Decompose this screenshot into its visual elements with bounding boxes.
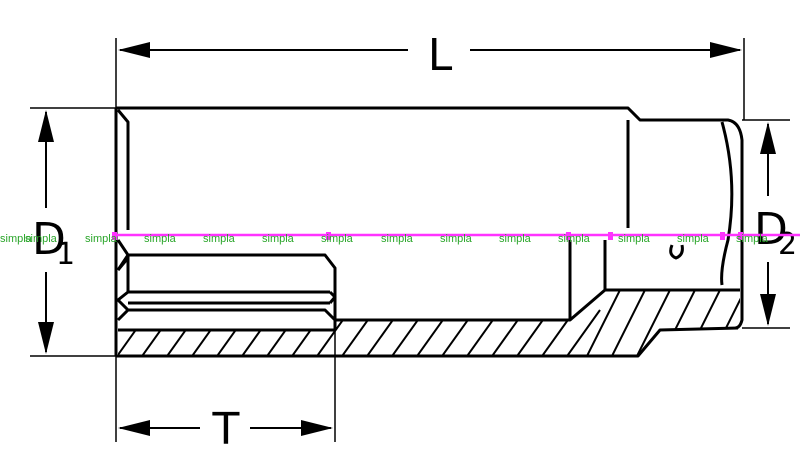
watermark-text: simpla bbox=[558, 233, 591, 245]
watermark-text: simpla bbox=[677, 233, 710, 245]
dimension-length: L bbox=[118, 30, 742, 81]
drive-diameter-subscript: 1 bbox=[56, 237, 75, 272]
watermark-text: simpla bbox=[499, 233, 532, 245]
watermark-text: simpla bbox=[736, 233, 769, 245]
watermark-text: simpla bbox=[440, 233, 473, 245]
watermark-text: simpla bbox=[0, 233, 33, 245]
watermark-text: simpla bbox=[144, 233, 177, 245]
head-diameter-label: D bbox=[754, 204, 788, 255]
depth-label: T bbox=[212, 404, 240, 455]
extension-lines bbox=[30, 38, 790, 442]
watermark-text: simpla bbox=[85, 233, 118, 245]
bore-lines bbox=[568, 240, 684, 320]
drive-square-recess bbox=[116, 239, 337, 332]
watermark-text: simpla bbox=[618, 233, 651, 245]
watermark-text: simpla bbox=[25, 233, 58, 245]
dimension-drive-diameter: D 1 bbox=[32, 110, 75, 354]
length-label: L bbox=[428, 30, 453, 81]
watermark-text: simpla bbox=[381, 233, 414, 245]
watermark: simpla simpla simpla simpla simpla simpl… bbox=[0, 232, 800, 245]
dimension-head-diameter: D 2 bbox=[754, 122, 797, 326]
dimension-depth: T bbox=[118, 404, 333, 455]
head-diameter-subscript: 2 bbox=[778, 227, 797, 262]
watermark-text: simpla bbox=[203, 233, 236, 245]
socket-outline bbox=[114, 106, 744, 358]
watermark-text: simpla bbox=[262, 233, 295, 245]
drive-diameter-label: D bbox=[32, 214, 66, 265]
watermark-text: simpla bbox=[321, 233, 354, 245]
